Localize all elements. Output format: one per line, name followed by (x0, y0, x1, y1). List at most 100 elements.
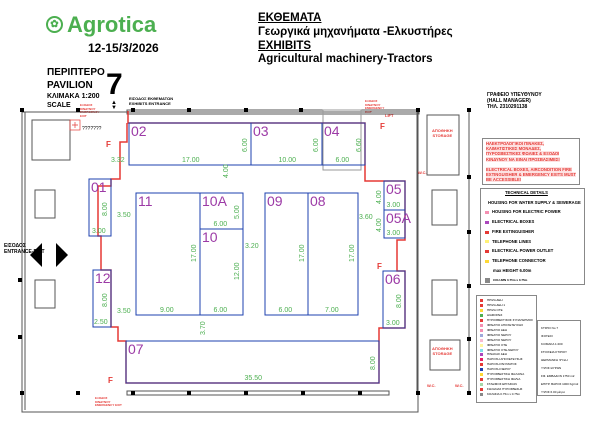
legend-swatch-icon (480, 333, 483, 337)
legend-swatch-icon (480, 303, 483, 307)
legend-item-label: ΠΑΡΟΧΗ ΡΕΥΜΑΤΟΣ (487, 362, 517, 367)
legend-swatch-icon (480, 313, 483, 317)
booth-width: 17.00 (182, 157, 200, 164)
scale-en: SCALE (47, 102, 71, 109)
legend-swatch-icon (485, 259, 489, 263)
booth-depth: 6.60 (356, 138, 363, 152)
legend-swatch-icon (480, 298, 483, 302)
aisle-width: 3.50 (117, 308, 131, 315)
legend-item: ΠΙΝΑΚΑΣ ΔΕΗ (480, 352, 533, 357)
legend-swatch-icon (480, 348, 483, 352)
booth-number: 05A (386, 210, 411, 226)
legend-item-label: ΠΥΡΟΣΒΕΣΤΙΚΗ ΦΑΛΑΙΝΑ (487, 372, 525, 377)
agrotica-logo: ✿Agrotica (46, 12, 156, 37)
booth-number: 10 (202, 229, 218, 245)
booth-10[interactable] (199, 228, 244, 316)
legend-item-label: ΠΙΝΑΚΑΣ ΔΕΗ (487, 352, 507, 357)
pavilion-label-gr: ΠΕΡΙΠΤΕΡΟ (47, 67, 105, 78)
entrance-gr: ΕΙΣΟΔΟΣ ΕΚΘΕΜΑΤΩΝ (129, 96, 174, 101)
building-info-line: ΣΤΟΙΧΕΙΑ ΚΤΙΡΙΟΥ (541, 350, 568, 354)
legend-swatch-icon (480, 358, 483, 362)
technical-item: ELECTRICAL POWER OUTLET (485, 249, 580, 254)
booth-depth: 6.00 (242, 138, 249, 152)
legend-item-label: ΠΑΡΟΧΗ ΝΕΡΟΥ (487, 367, 511, 372)
first-aid-cross-icon (72, 122, 78, 128)
entrance-en: EXHIBITS ENTRANCE (129, 101, 171, 106)
booth-01[interactable] (88, 178, 112, 237)
booth-width: 9.00 (160, 307, 174, 314)
aisle-width: 3.60 (359, 214, 373, 221)
columns (18, 108, 471, 395)
legend-swatch-icon (480, 368, 483, 372)
legend-item-label: ΣΩΛΗΝΑΣ ΠΥΡΟΣΒΕΣΗΣ (487, 387, 523, 392)
fire-extinguisher-icon: F (106, 140, 111, 149)
booth-05A[interactable] (383, 209, 406, 239)
legend-item: ΦΡΕΑΤΙΟ ΟΤΕ-ΝΕΡΟΥ (480, 348, 533, 353)
legend-item: ΠΡΙΖΑ ΔΕΗ 1 (480, 303, 533, 308)
booth-depth: 8.00 (396, 293, 403, 308)
booth-depth: 17.00 (349, 244, 356, 262)
technical-item-label: FIRE EXTINGUISHER (492, 228, 535, 234)
technical-item-label: ELECTRICAL BOXES (492, 219, 535, 225)
legend-swatch-icon (480, 363, 483, 367)
aisle-width: 3.70 (200, 321, 207, 335)
exit-arrow-right-icon (56, 243, 68, 267)
aisle-width: 3.32 (111, 157, 125, 164)
legend-item: ΠΑΡΟΧΗ ΝΕΡΟΥ (480, 367, 533, 372)
outer-wall (21, 111, 419, 413)
manager-title-en: (HALL MANAGER) (487, 98, 531, 104)
unknown-room-label: ??????? (82, 126, 102, 132)
legend-item-label: ΔΙΑΦΟΡΕΣ (487, 312, 503, 317)
pavilion-label-en: PAVILION (47, 80, 93, 91)
booth-06[interactable] (382, 270, 406, 329)
booth-width: 35.50 (244, 375, 263, 382)
technical-title: TECHNICAL DETAILS (505, 190, 548, 195)
legend-item: ΔΙΑΦΟΡΕΣ (480, 313, 533, 318)
booth-04[interactable] (321, 122, 366, 166)
technical-item-label: TELEPHONE LINES (492, 238, 532, 244)
fire-extinguisher-icon: F (380, 122, 385, 131)
max-height: max HEIGHT 6.00m (493, 267, 532, 273)
building-info-line: ΚΤΙΡΙΟ No 7 (541, 326, 559, 330)
booth-07[interactable] (125, 340, 380, 384)
legend-item-label: ΠΥΡΟΣΒΕΣΤΙΚΗ ΦΩΛΙΑ (487, 377, 521, 382)
booth-number: 04 (324, 123, 340, 139)
entrance-arrow-icon: ▲▼ (111, 100, 117, 111)
exhibits-title-en: EXHIBITS (258, 40, 312, 52)
storage-gr: ΑΠΟΘΗΚΗ (432, 346, 453, 351)
legend-swatch-icon (480, 393, 483, 397)
wc-label: W.C. (455, 383, 464, 388)
lift-room (322, 109, 362, 171)
booth-width: 10.00 (278, 157, 297, 164)
emergency-exit-label: ΕΞΟΔΟΣ ΚΙΝΔΥΝΟΥ EMERGENCY EXIT (95, 396, 122, 407)
legend-item-label: ΣΤΑΘΜΟΣ ΕΡΓΑΣΙΩΝ (487, 382, 517, 387)
manager-title-gr: ΓΡΑΦΕΙΟ ΥΠΕΥΘΥΝΟΥ (487, 92, 542, 98)
legend-swatch-icon (480, 328, 483, 332)
building-info-line: ΥΨΟΣ 6.00 μέτρα (541, 390, 565, 394)
booth-width: 7.00 (325, 307, 339, 314)
booth-width: 3.00 (92, 228, 106, 235)
legend-item-label: ΦΡΕΑΤΙΟ ΟΤΕ (487, 342, 508, 347)
legend-swatch-icon (480, 343, 483, 347)
brand-name: Agrotica (67, 12, 157, 37)
legend-item: ΚΟΛΩΝΑ 0.75m x 0.75m (480, 392, 533, 397)
column-size: COLUMN 0.75m x 0.75m (493, 278, 528, 283)
max-height-row: max HEIGHT 6.00m (485, 267, 580, 274)
storage-gr: ΑΠΟΘΗΚΗ (432, 128, 453, 133)
booth-number: 10A (202, 193, 227, 209)
booth-depth: 8.00 (102, 292, 109, 307)
building-info-line: ΣΦ. ΕΜΒΑΔΟΝ 1750 m2 (541, 374, 575, 378)
booth-12[interactable] (92, 269, 112, 328)
booth-depth: 12.00 (234, 262, 241, 280)
booth-width: 6.00 (335, 157, 350, 164)
legend-item-label: ΦΡΕΑΤΙΟ ΔΕΗ (487, 327, 508, 332)
legend-swatch-icon (485, 220, 489, 224)
booth-depth: 17.00 (191, 244, 198, 262)
legend-swatch-icon (485, 230, 489, 234)
legend-item: ΦΡΕΑΤΙΟ ΔΕΗ (480, 328, 533, 333)
legend-item-label: ΠΡΙΖΑ ΟΤΕ (487, 307, 503, 312)
booth-08[interactable] (307, 192, 359, 316)
legend-item: ΠΑΡΟΧΗ ΑΠΟΧΕΤΕΥΣΗΣ (480, 357, 533, 362)
